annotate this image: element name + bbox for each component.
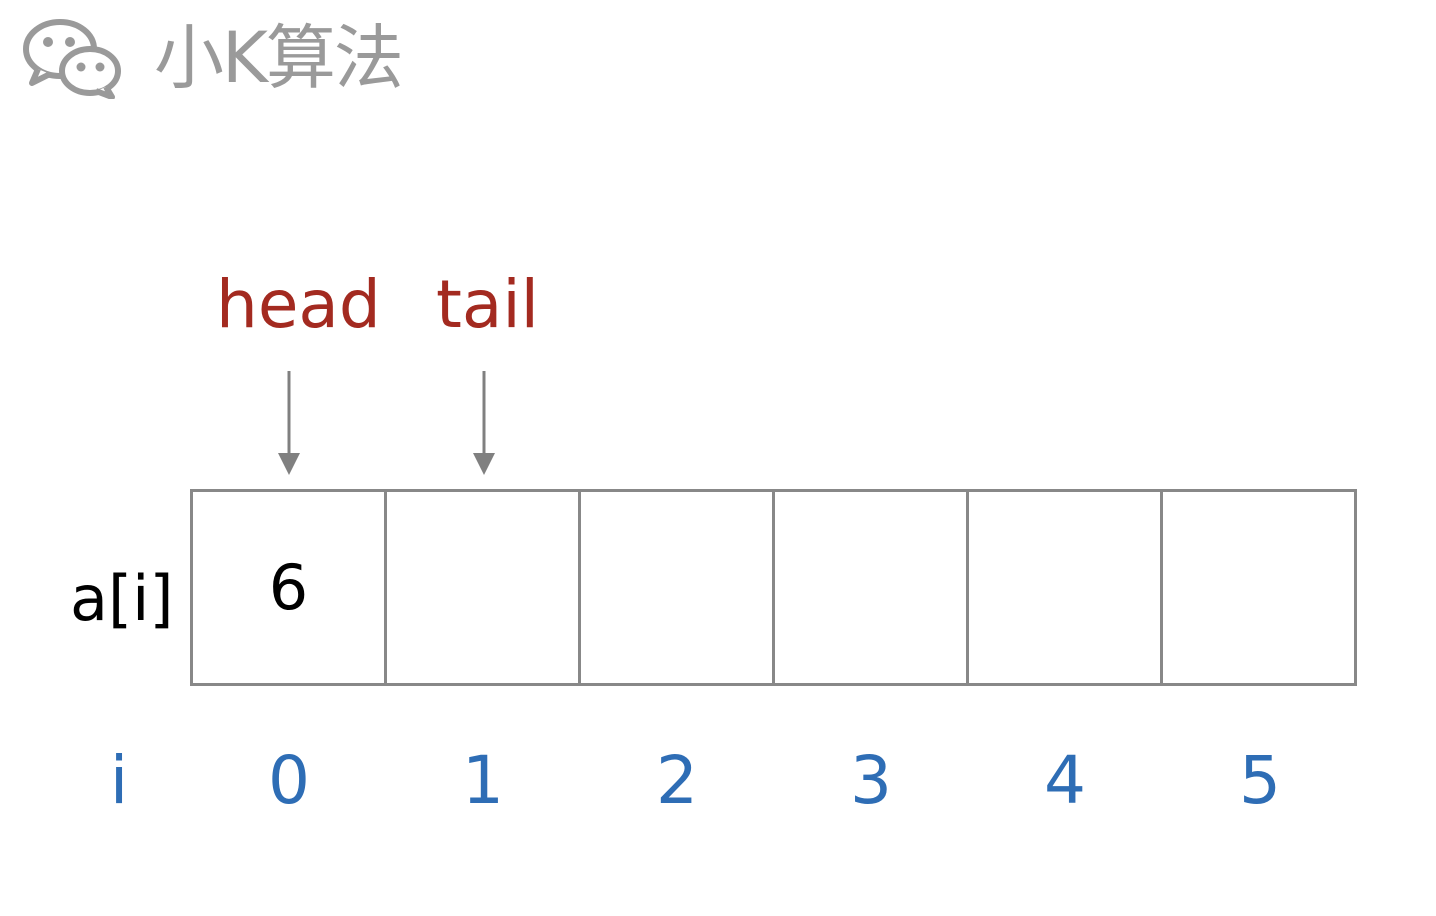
index-2: 2 (656, 742, 698, 819)
array-cell-5 (1163, 492, 1354, 683)
brand-watermark: 小K算法 (20, 16, 404, 100)
head-arrow (278, 371, 300, 475)
array-cell-4 (969, 492, 1163, 683)
tail-pointer-label: tail (436, 266, 539, 343)
array-boxes: 6 (190, 489, 1357, 686)
head-pointer-label: head (216, 266, 381, 343)
array-row-label: a[i] (70, 562, 174, 635)
array-cell-1 (387, 492, 581, 683)
wechat-icon (23, 19, 121, 99)
array-cell-0: 6 (193, 492, 387, 683)
index-label: i (109, 742, 129, 819)
tail-arrow (473, 371, 495, 475)
array-cell-3 (775, 492, 969, 683)
array-cell-2 (581, 492, 775, 683)
index-4: 4 (1044, 742, 1086, 819)
index-0: 0 (268, 742, 310, 819)
index-3: 3 (850, 742, 892, 819)
index-5: 5 (1239, 742, 1281, 819)
index-1: 1 (462, 742, 504, 819)
brand-name: 小K算法 (154, 17, 404, 99)
